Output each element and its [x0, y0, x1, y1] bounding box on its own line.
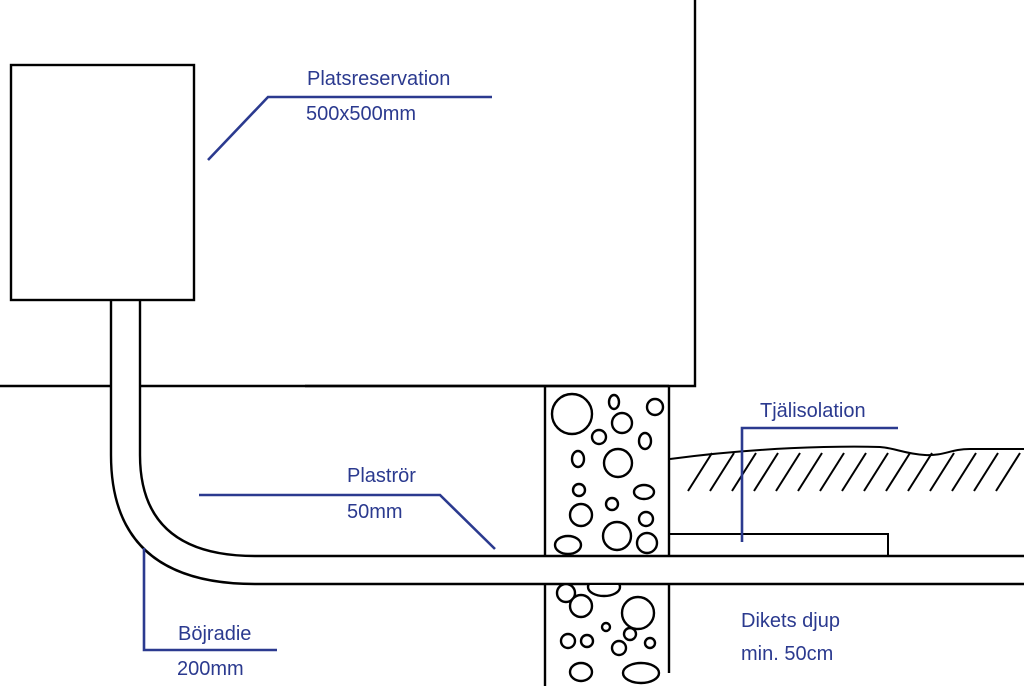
- bend-leader: [142, 548, 277, 652]
- stone: [568, 661, 594, 683]
- gravel-foundation-upper: [543, 384, 671, 556]
- stone: [622, 626, 638, 642]
- hatch-mark: [973, 452, 999, 492]
- hatch-mark: [709, 452, 735, 492]
- hatch-mark: [929, 452, 955, 492]
- hatch-mark: [841, 452, 867, 492]
- stone: [610, 411, 634, 435]
- hatch-mark: [819, 452, 845, 492]
- gravel-foundation-lower: [543, 584, 671, 686]
- trench-depth-label: Dikets djup: [741, 610, 840, 632]
- stone: [637, 431, 653, 451]
- stone: [602, 447, 634, 479]
- stone: [579, 633, 595, 649]
- stone: [568, 502, 594, 528]
- insulation-leader: [740, 426, 898, 542]
- stone: [553, 534, 583, 556]
- house-wall: [305, 0, 697, 388]
- stone: [632, 483, 656, 501]
- hatch-mark: [885, 452, 911, 492]
- pipe-leader: [199, 493, 496, 550]
- frost-insulation-board: [670, 533, 889, 556]
- hatch-mark: [731, 452, 757, 492]
- stone: [568, 593, 594, 619]
- stone: [604, 496, 620, 512]
- pipe-outer-wall: [109, 300, 1024, 586]
- stone: [571, 482, 587, 498]
- hatch-mark: [863, 452, 889, 492]
- trench-depth-value: min. 50cm: [741, 643, 833, 665]
- stone: [586, 585, 622, 598]
- stone: [610, 639, 628, 657]
- pipe-label: Plaströr: [347, 465, 416, 487]
- hatch-mark: [753, 452, 779, 492]
- stone: [590, 428, 608, 446]
- stone: [621, 661, 661, 685]
- hatch-mark: [995, 452, 1021, 492]
- hatch-mark: [775, 452, 801, 492]
- hatch-mark: [797, 452, 823, 492]
- stone: [550, 392, 594, 436]
- stone: [637, 510, 655, 528]
- soil-hatch: [687, 452, 1021, 492]
- stone: [645, 397, 665, 417]
- stone: [620, 595, 656, 631]
- reservation-leader: [207, 95, 492, 161]
- reservation-label: Platsreservation: [307, 68, 450, 90]
- stone: [643, 636, 657, 650]
- stone: [600, 621, 612, 633]
- reservation-size-label: 500x500mm: [306, 103, 416, 125]
- stone: [570, 449, 586, 469]
- bend-radius-label: Böjradie: [178, 623, 251, 645]
- stone: [555, 585, 577, 604]
- frost-insulation-label: Tjälisolation: [760, 400, 866, 422]
- bend-radius-value: 200mm: [177, 658, 244, 680]
- hatch-mark: [907, 452, 933, 492]
- hatch-mark: [951, 452, 977, 492]
- reservation-box: [9, 63, 196, 302]
- pipe-inner-wall: [138, 300, 1024, 558]
- pipe-size-label: 50mm: [347, 501, 403, 523]
- stone: [635, 531, 659, 555]
- hatch-mark: [687, 452, 713, 492]
- stone: [607, 393, 621, 411]
- stone: [559, 632, 577, 650]
- stone: [601, 520, 633, 552]
- soil-surface: [669, 445, 1024, 460]
